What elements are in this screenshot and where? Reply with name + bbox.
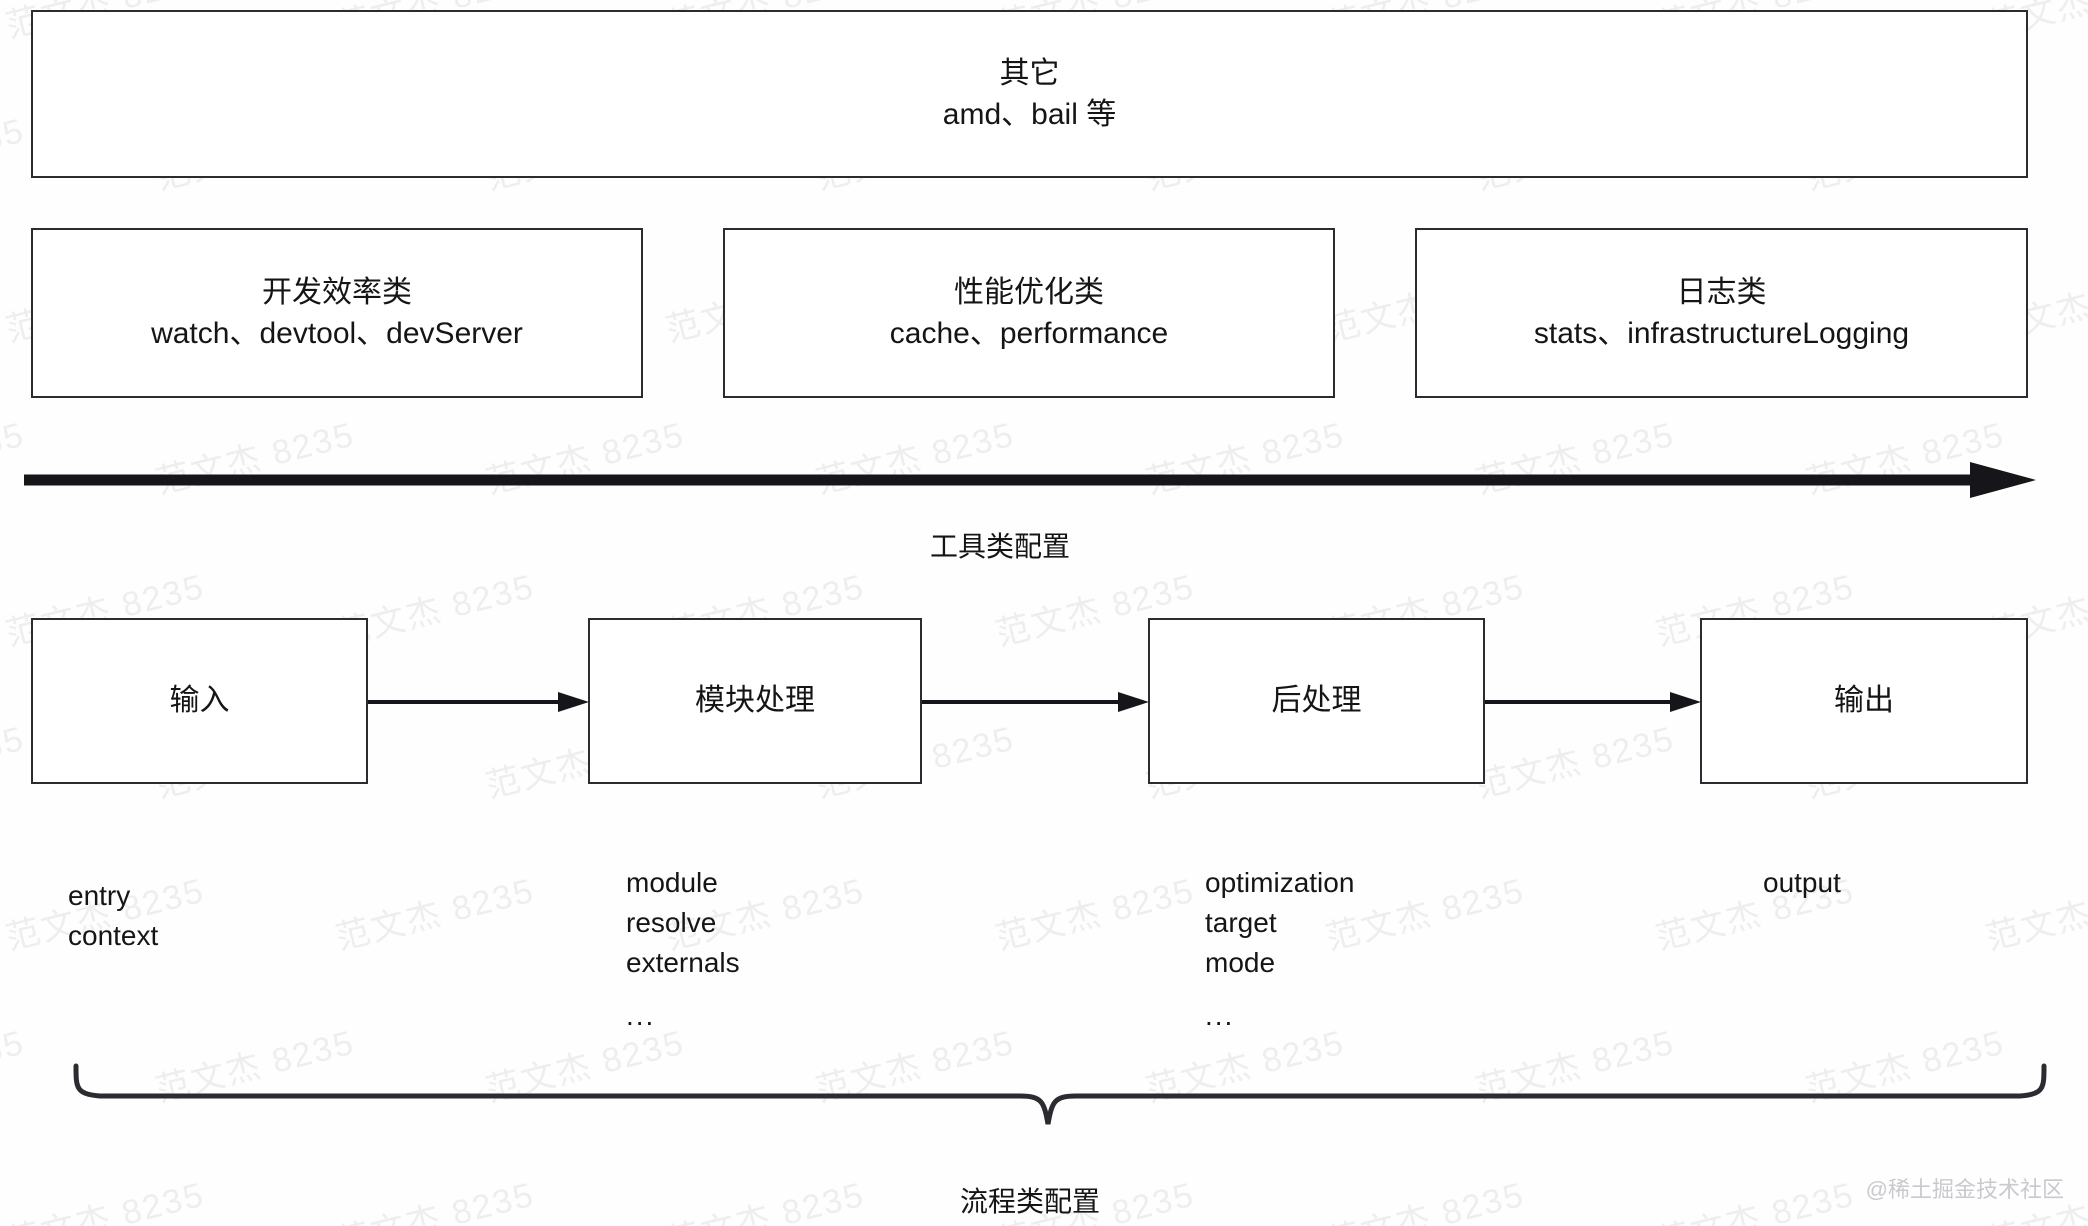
option-item: module — [626, 867, 718, 898]
other-category-subtitle: amd、bail 等 — [942, 98, 1117, 131]
option-item: target — [1205, 906, 1277, 938]
arrow-module-to-post-icon — [922, 692, 1149, 712]
tool-axis-label: 工具类配置 — [930, 531, 1071, 562]
arrow-post-to-output-icon — [1485, 692, 1701, 712]
flow-box-output: 输出 — [1700, 618, 2028, 784]
options-list-output: output — [1763, 863, 1841, 903]
flow-box-label: 模块处理 — [695, 684, 815, 718]
option-ellipsis: ... — [1205, 1000, 1235, 1032]
background-watermark-text: 范文杰 8235 — [0, 111, 29, 198]
background-watermark-text: 范文杰 8235 — [332, 871, 539, 958]
other-category-title: 其它 — [999, 56, 1060, 90]
category-title: 性能优化类 — [954, 275, 1104, 309]
options-list-input: entry context — [68, 876, 158, 956]
option-ellipsis: ... — [626, 1000, 656, 1032]
flow-group-brace-icon — [73, 1063, 2047, 1125]
category-title: 日志类 — [1676, 275, 1767, 309]
background-watermark-text: 范文杰 8235 — [992, 871, 1199, 958]
flow-box-label: 输入 — [169, 684, 230, 718]
option-item: output — [1763, 867, 1841, 898]
background-watermark-text: 范文杰 8235 — [1322, 1175, 1529, 1226]
option-item: resolve — [626, 906, 717, 938]
option-item: optimization — [1205, 867, 1355, 898]
flow-box-module-processing: 模块处理 — [588, 618, 922, 784]
option-item: entry — [68, 880, 131, 911]
arrow-input-to-module-icon — [368, 692, 589, 712]
flow-brace-label: 流程类配置 — [960, 1186, 1101, 1217]
flow-box-post-processing: 后处理 — [1148, 618, 1485, 784]
background-watermark-text: 范文杰 8235 — [0, 1023, 29, 1110]
option-item: mode — [1205, 946, 1276, 978]
tool-axis-arrow-icon — [24, 462, 2036, 498]
category-subtitle: watch、devtool、devServer — [151, 317, 523, 350]
flow-box-label: 输出 — [1834, 684, 1894, 718]
background-watermark-text: 范文杰 8235 — [332, 1175, 539, 1226]
background-watermark-text: 范文杰 8235 — [1982, 872, 2088, 958]
options-list-module: module resolve externals ... — [626, 863, 740, 1036]
site-watermark: @稀土掘金技术社区 — [1865, 1177, 2064, 1202]
background-watermark-text: 范文杰 8235 — [2, 1175, 209, 1226]
category-title: 开发效率类 — [262, 275, 412, 309]
category-box-dev-efficiency: 开发效率类 watch、devtool、devServer — [31, 228, 643, 398]
other-category-box: 其它 amd、bail 等 — [31, 10, 2028, 178]
flow-box-label: 后处理 — [1271, 684, 1362, 718]
background-watermark-text: 范文杰 8235 — [1472, 719, 1679, 806]
category-box-logging: 日志类 stats、infrastructureLogging — [1415, 228, 2028, 398]
category-subtitle: cache、performance — [889, 317, 1169, 350]
background-watermark-text: 范文杰 8235 — [1652, 1175, 1859, 1226]
flow-box-input: 输入 — [31, 618, 368, 784]
options-list-post: optimization target mode ... — [1205, 863, 1354, 1036]
category-subtitle: stats、infrastructureLogging — [1533, 317, 1910, 350]
background-watermark-text: 范文杰 8235 — [0, 719, 29, 806]
background-watermark-text: 范文杰 8235 — [662, 1175, 869, 1226]
category-box-performance: 性能优化类 cache、performance — [723, 228, 1335, 398]
option-item: externals — [626, 946, 740, 978]
option-item: context — [68, 919, 159, 951]
